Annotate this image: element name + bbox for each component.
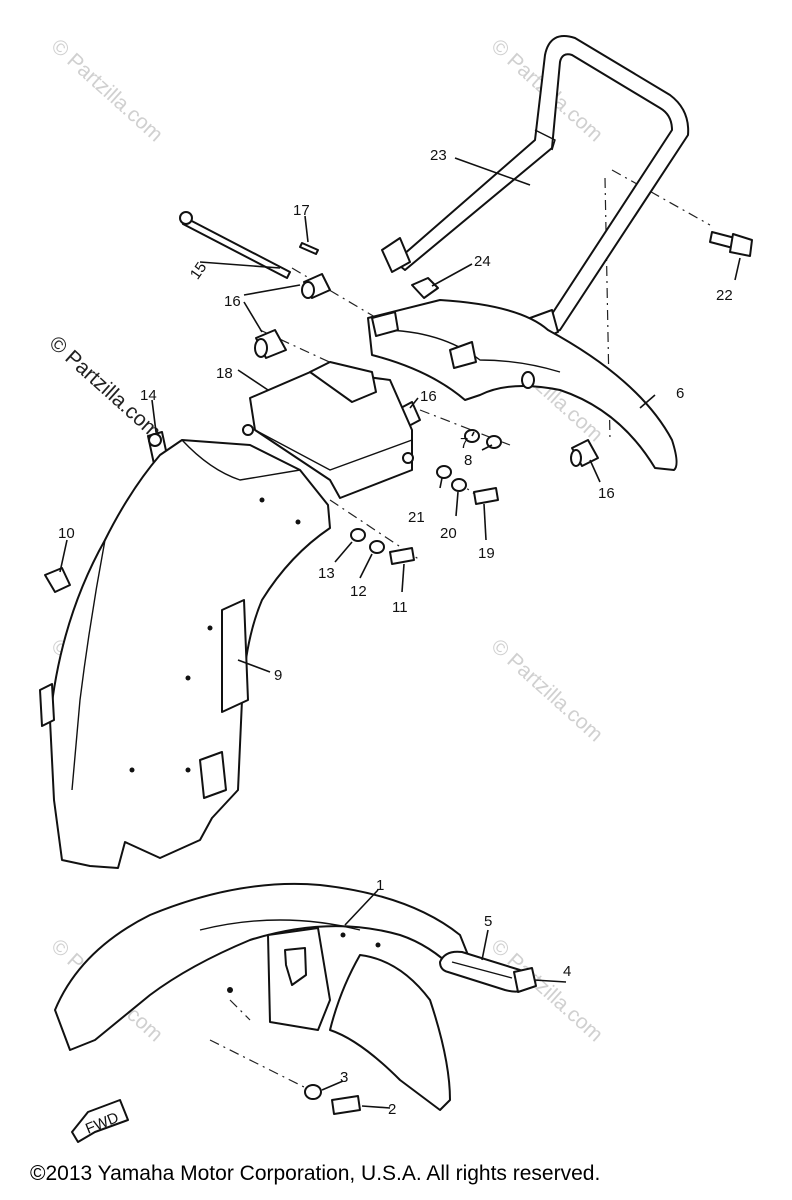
- cotter-pin-17: [299, 242, 319, 255]
- bolt-11: [389, 547, 415, 565]
- nut-4: [513, 967, 537, 993]
- washer-12: [369, 540, 385, 554]
- callout-13: 13: [318, 565, 335, 582]
- front-fender-1: [54, 882, 471, 1111]
- collar-16: [301, 273, 331, 299]
- collar-16: [570, 439, 599, 467]
- rear-fender-9: [39, 439, 331, 869]
- clip-24: [411, 277, 439, 299]
- callout-14: 14: [140, 387, 157, 404]
- callout-16: 16: [420, 388, 437, 405]
- callout-15: 15: [187, 259, 210, 282]
- callout-18: 18: [216, 365, 233, 382]
- washer-13: [350, 528, 366, 542]
- bolt-2: [331, 1095, 361, 1115]
- bolt-22: [709, 231, 753, 257]
- watermark: © Partzilla.com: [487, 635, 608, 747]
- copyright-notice: ©2013 Yamaha Motor Corporation, U.S.A. A…: [30, 1162, 601, 1185]
- callout-1: 1: [376, 877, 384, 894]
- callout-6: 6: [676, 385, 684, 402]
- rear-fender-6: [367, 299, 678, 471]
- callout-5: 5: [484, 913, 492, 930]
- callout-20: 20: [440, 525, 457, 542]
- taillight-base-18: [242, 361, 414, 499]
- washer-21: [436, 465, 452, 479]
- callout-17: 17: [293, 202, 310, 219]
- washer-20: [451, 478, 467, 492]
- callout-12: 12: [350, 583, 367, 600]
- callout-16: 16: [224, 293, 241, 310]
- callout-24: 24: [474, 253, 491, 270]
- callout-22: 22: [716, 287, 733, 304]
- callout-16: 16: [598, 485, 615, 502]
- clip-10: [44, 567, 71, 593]
- callouts: 23 22 15 17 24 16 18 16 6 16 14 7 8 21 2…: [58, 147, 733, 1118]
- callout-21: 21: [408, 509, 425, 526]
- callout-19: 19: [478, 545, 495, 562]
- leader-lines: [59, 157, 741, 1109]
- callout-3: 3: [340, 1069, 348, 1086]
- callout-9: 9: [274, 667, 282, 684]
- forward-arrow-icon: FWD: [71, 1099, 129, 1143]
- callout-10: 10: [58, 525, 75, 542]
- callout-8: 8: [464, 452, 472, 469]
- collar-16: [254, 329, 287, 359]
- bolt-19: [473, 487, 499, 505]
- watermark: © Partzilla.com: [47, 35, 168, 147]
- callout-23: 23: [430, 147, 447, 164]
- callout-2: 2: [388, 1101, 396, 1118]
- callout-4: 4: [563, 963, 571, 980]
- callout-11: 11: [392, 599, 408, 616]
- callout-7: 7: [460, 435, 468, 452]
- washer-3: [304, 1084, 322, 1100]
- long-bolt-15: [179, 211, 291, 279]
